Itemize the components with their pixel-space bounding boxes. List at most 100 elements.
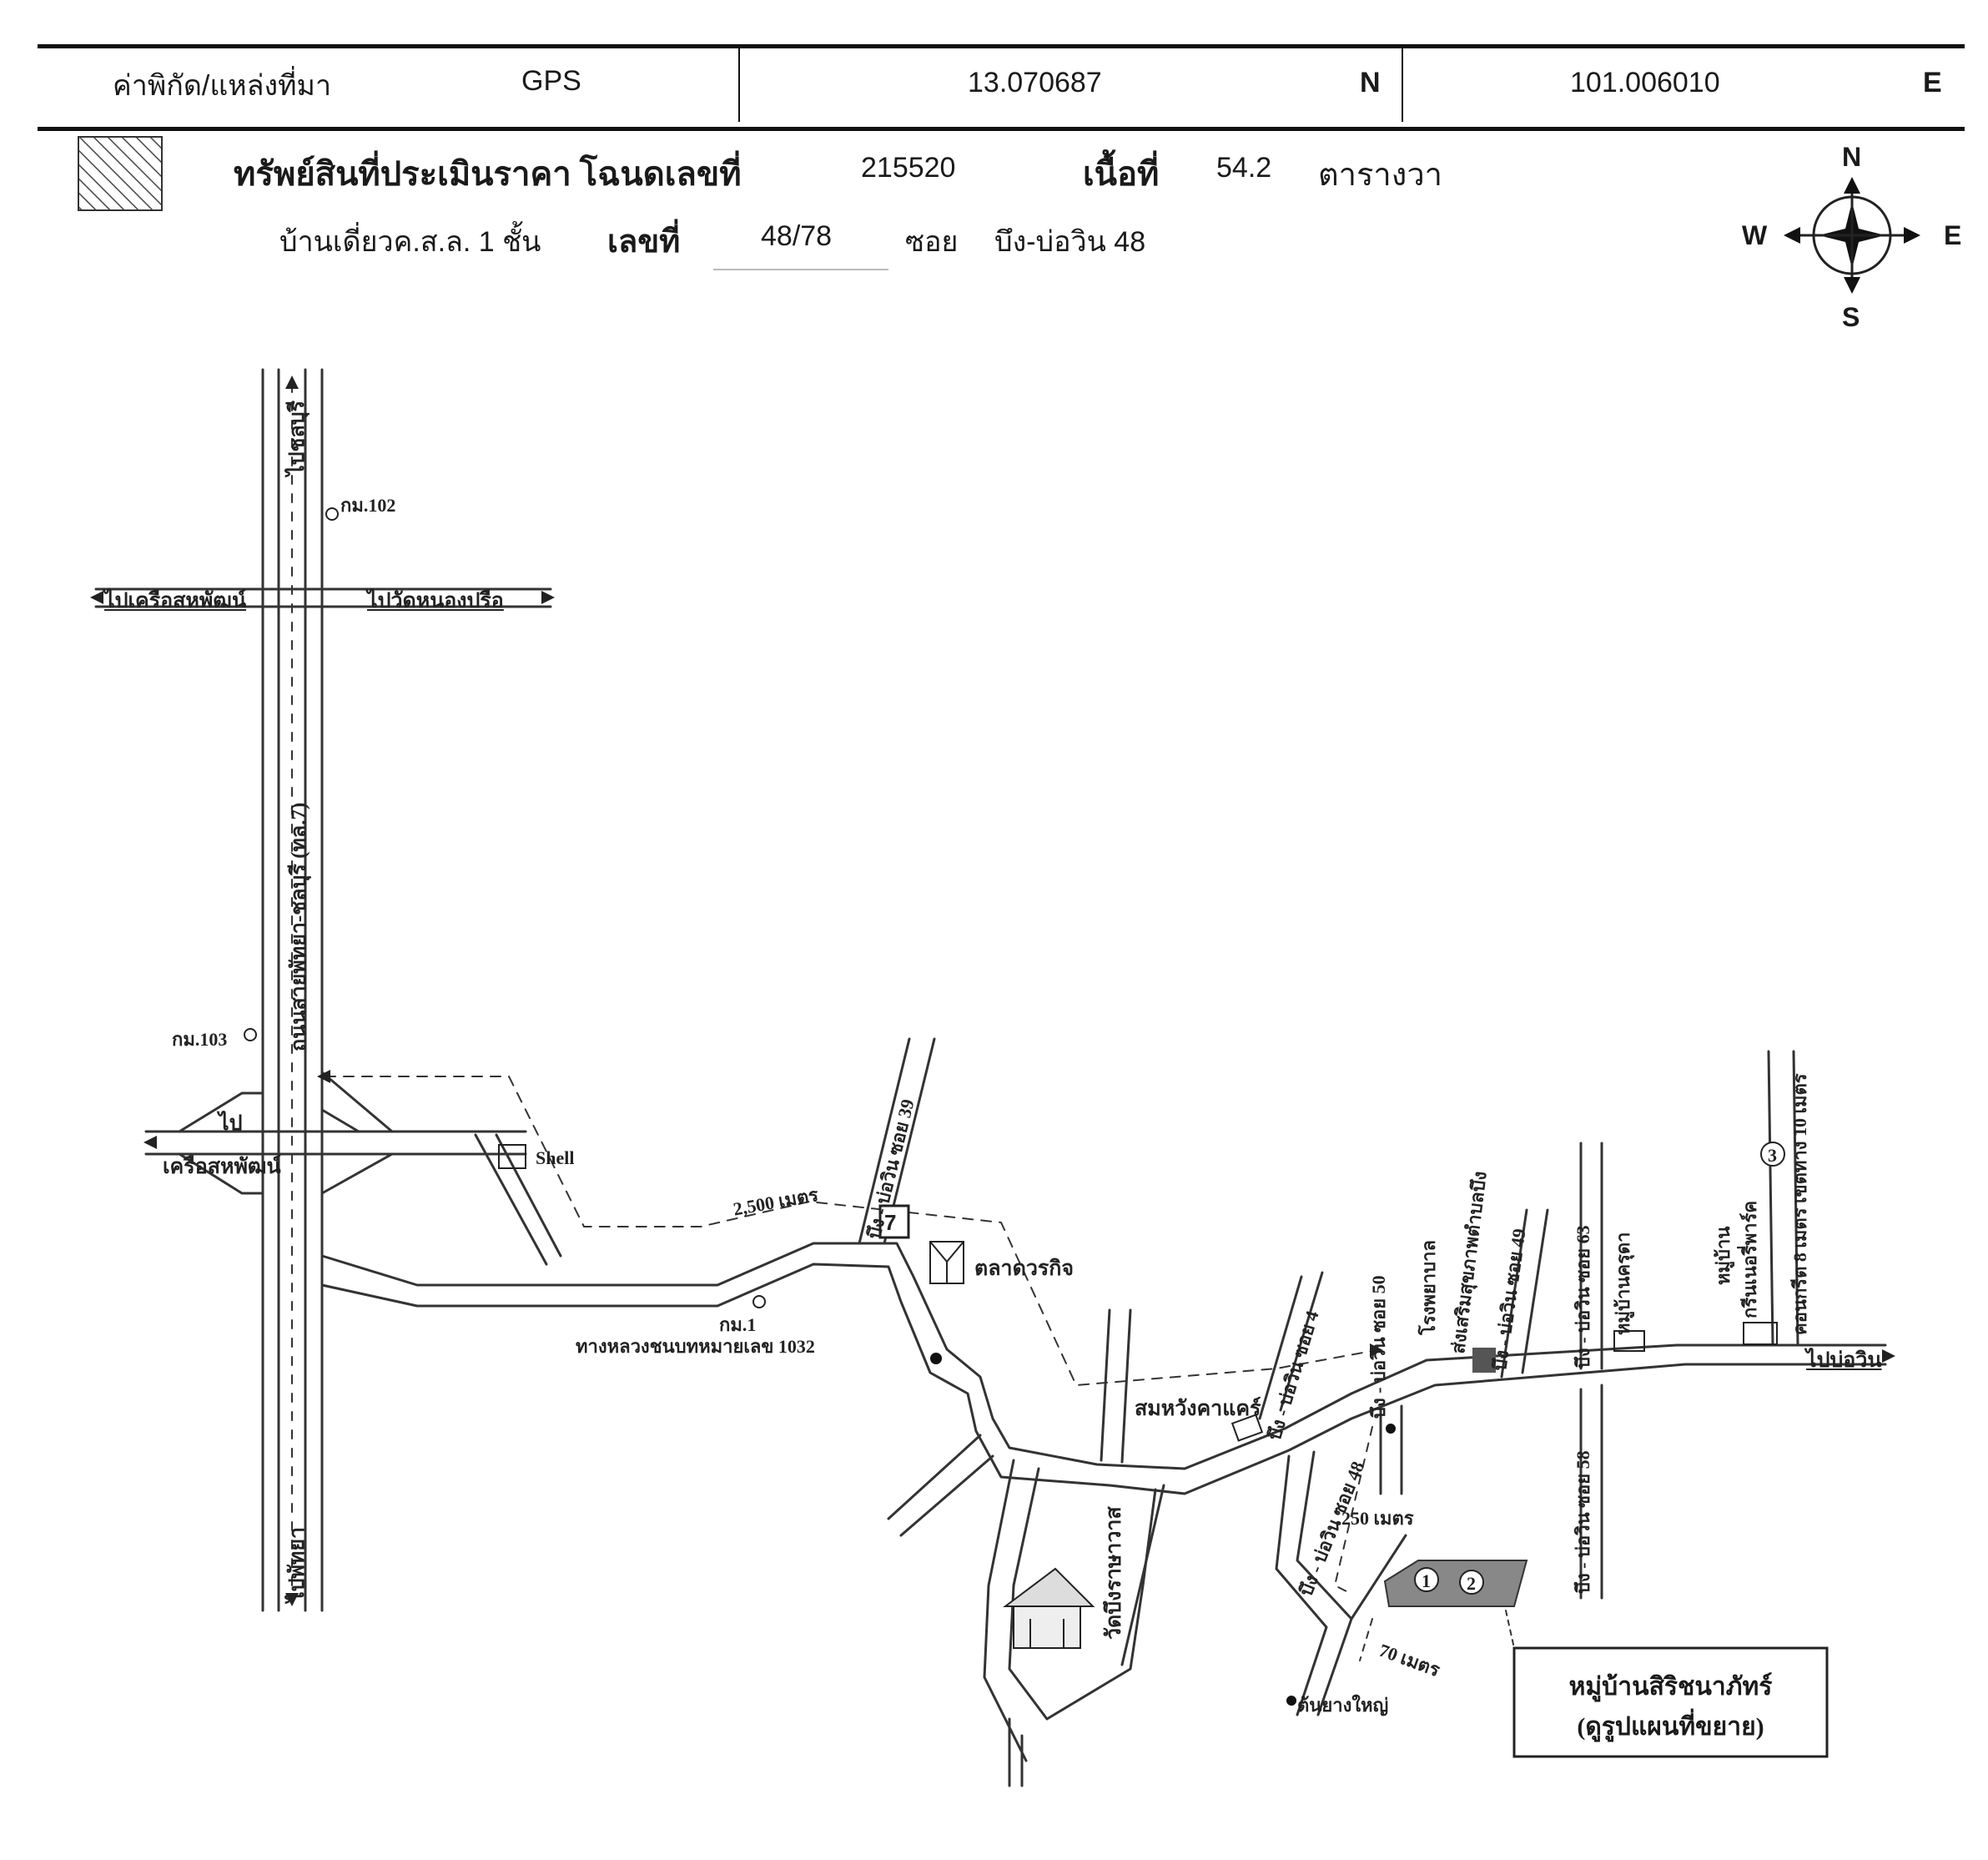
wat-road bbox=[1120, 1484, 1165, 1666]
shell-label: Shell bbox=[536, 1147, 575, 1168]
arrow-west-icon bbox=[90, 591, 103, 604]
dashed-route bbox=[325, 1076, 1377, 1386]
callout-subtitle: (ดูรูปแผนที่ขยาย) bbox=[1577, 1713, 1764, 1741]
link-road bbox=[495, 1133, 562, 1258]
interchange-ramp bbox=[320, 1071, 394, 1133]
arrow-east-icon bbox=[1370, 1343, 1383, 1357]
header-divider-1 bbox=[738, 48, 740, 122]
marker-3 bbox=[1760, 1142, 1785, 1167]
km-post-icon bbox=[325, 507, 339, 521]
dist-250-label: 250 เมตร bbox=[1341, 1508, 1414, 1529]
interchange-ramp bbox=[320, 1108, 360, 1133]
hatched-legend-swatch bbox=[78, 136, 163, 211]
compass-w-label: W bbox=[1742, 220, 1768, 250]
compass-rose-icon bbox=[1784, 177, 1920, 294]
hospital-label: โรงพยาบาล bbox=[1418, 1240, 1439, 1335]
side-road bbox=[887, 1434, 982, 1520]
soi-49-road bbox=[1521, 1208, 1549, 1374]
area-value: 54.2 bbox=[1216, 152, 1272, 184]
property-title: ทรัพย์สินที่ประเมินราคา โฉนดเลขที่ bbox=[234, 155, 742, 193]
soi-4-road bbox=[1279, 1271, 1324, 1412]
arrow-north-icon bbox=[285, 376, 299, 389]
soi-48-road bbox=[1275, 1454, 1328, 1716]
marker-1 bbox=[1414, 1567, 1439, 1592]
greenery-road bbox=[1767, 1050, 1774, 1347]
callout-line bbox=[1505, 1610, 1515, 1649]
latitude-direction: N bbox=[1360, 67, 1381, 98]
target-property-area bbox=[1383, 1560, 1528, 1607]
deed-number: 215520 bbox=[861, 152, 956, 184]
arrow-west-icon bbox=[143, 1136, 157, 1149]
car-care-icon bbox=[1231, 1414, 1264, 1442]
longitude-value: 101.006010 bbox=[1570, 67, 1720, 98]
rural-road-1032-edge bbox=[320, 1263, 1887, 1495]
number-label: เลขที่ bbox=[607, 224, 681, 260]
village-kruda-icon bbox=[1613, 1330, 1645, 1352]
interchange-ramp bbox=[320, 1152, 394, 1195]
svg-text:7: 7 bbox=[884, 1210, 896, 1235]
to-label: ไป bbox=[219, 1112, 243, 1135]
area-unit: ตารางวา bbox=[1318, 158, 1442, 193]
village-kruda-label: หมู่บ้านครุดา bbox=[1613, 1232, 1633, 1335]
km103-label: กม.103 bbox=[172, 1029, 228, 1050]
rural-road-1032-edge bbox=[320, 1242, 1887, 1470]
side-road bbox=[899, 1454, 994, 1537]
wat-road bbox=[983, 1459, 1028, 1762]
km-post-icon bbox=[244, 1028, 257, 1041]
number-underline bbox=[713, 269, 888, 270]
building-type: บ้านเดี่ยวค.ส.ล. 1 ชั้น bbox=[279, 226, 541, 258]
village-green-label: หมู่บ้าน bbox=[1713, 1226, 1734, 1285]
marker-3-label: 3 bbox=[1768, 1145, 1777, 1166]
to-bowin-label: ไปบ่อวิน bbox=[1806, 1349, 1882, 1372]
highway-name-label: ถนนสายพัทยา-ชลบุรี (ทล.7) bbox=[288, 802, 310, 1051]
village-green-name-label: กรีนเนอรี่พาร์ค bbox=[1739, 1200, 1760, 1318]
road-junction-dot bbox=[930, 1353, 942, 1364]
soi50-label: บึง - บ่อวิน ซอย 50 bbox=[1368, 1275, 1389, 1419]
number-value: 48/78 bbox=[761, 220, 833, 252]
interchange-ramp bbox=[178, 1091, 264, 1133]
concrete-road-label: คอนกรีต 8 เมตร เขตทาง 10 เมตร bbox=[1789, 1073, 1810, 1335]
market-icon bbox=[929, 1241, 964, 1284]
to-chonburi-label: ไปชลบุรี bbox=[286, 400, 309, 476]
khruea2-label: เครือสหพัฒน์ bbox=[163, 1156, 281, 1178]
header-divider-2 bbox=[1402, 48, 1403, 122]
to-pattaya-label: ไปพัทยา bbox=[286, 1526, 309, 1602]
wat-label: วัดบึงราษาวาส bbox=[1103, 1506, 1125, 1640]
soi-value: บึง-บ่อวิน 48 bbox=[994, 226, 1146, 258]
soi-49-road bbox=[1500, 1208, 1528, 1379]
marker-1-label: 1 bbox=[1422, 1570, 1431, 1591]
rural-road-label: ทางหลวงชนบทหมายเลข 1032 bbox=[576, 1336, 815, 1357]
area-label: เนื้อที่ bbox=[1083, 155, 1160, 193]
km1-label: กม.1 bbox=[719, 1314, 757, 1335]
village-green-icon bbox=[1743, 1322, 1778, 1345]
soi58-label: บึง - บ่อวิน ซอย 58 bbox=[1573, 1450, 1593, 1594]
link-road bbox=[474, 1133, 548, 1266]
coord-source-label: ค่าพิกัด/แหล่งที่มา bbox=[113, 70, 332, 102]
soi-48-road bbox=[1350, 1534, 1407, 1621]
market-label: ตลาดวรกิจ bbox=[974, 1258, 1075, 1280]
arrow-south-icon bbox=[285, 1593, 299, 1606]
wat-road bbox=[1100, 1308, 1111, 1462]
big-tree-label: ต้นยางใหญ่ bbox=[1297, 1695, 1389, 1716]
dashed-route-250 bbox=[1334, 1426, 1373, 1595]
arrow-east-icon bbox=[541, 591, 555, 604]
marker-2-label: 2 bbox=[1467, 1573, 1476, 1594]
callout-title: หมู่บ้านสิริชนาภัทร์ bbox=[1568, 1673, 1773, 1701]
health-center-icon bbox=[1472, 1348, 1496, 1373]
longitude-direction: E bbox=[1923, 67, 1942, 98]
wat-road bbox=[1120, 1308, 1132, 1464]
marker-2 bbox=[1459, 1570, 1484, 1595]
compass-e-label: E bbox=[1944, 220, 1962, 250]
arrow-east-icon bbox=[1882, 1349, 1895, 1363]
soi-39-road bbox=[858, 1037, 911, 1245]
interchange-ramp bbox=[178, 1152, 264, 1195]
shell-station-icon bbox=[498, 1144, 526, 1169]
convenience-store-icon bbox=[878, 1204, 910, 1239]
km-post-icon bbox=[752, 1295, 766, 1308]
latitude-value: 13.070687 bbox=[968, 67, 1102, 98]
soi-4-road bbox=[1258, 1275, 1303, 1420]
coord-source: GPS bbox=[521, 65, 581, 97]
compass-s-label: S bbox=[1842, 302, 1860, 332]
to-khruea-label: ไปเครือสหพัฒน์ bbox=[104, 590, 247, 612]
